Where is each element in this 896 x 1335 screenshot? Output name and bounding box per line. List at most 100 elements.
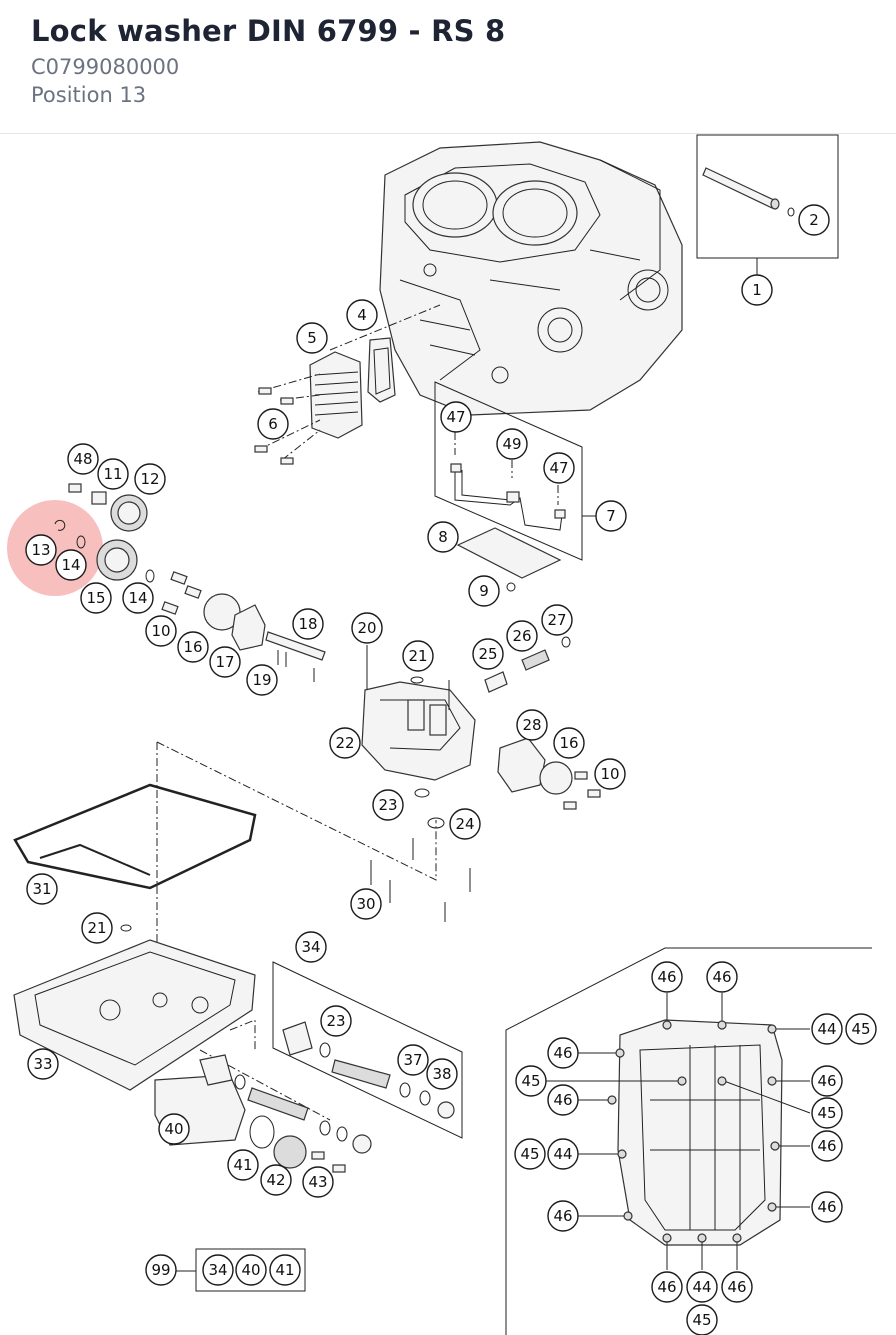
callout-15[interactable]: 15 [80, 582, 112, 614]
callout-19[interactable]: 19 [246, 664, 278, 696]
callout-label: 15 [86, 589, 105, 607]
callout-label: 46 [553, 1044, 572, 1062]
callout-48[interactable]: 48 [67, 443, 99, 475]
callout-10[interactable]: 10 [145, 615, 177, 647]
callout-label: 16 [559, 734, 578, 752]
callout-31[interactable]: 31 [26, 873, 58, 905]
callout-45[interactable]: 45 [811, 1097, 843, 1129]
oil-pan-illustration [13, 924, 256, 1091]
oil-pump-drive-illustration [54, 483, 326, 682]
callout-45[interactable]: 45 [515, 1065, 547, 1097]
callout-46[interactable]: 46 [547, 1084, 579, 1116]
callout-34[interactable]: 34 [202, 1254, 234, 1286]
callout-47[interactable]: 47 [440, 401, 472, 433]
callout-20[interactable]: 20 [351, 612, 383, 644]
callout-40[interactable]: 40 [158, 1113, 190, 1145]
callout-label: 10 [151, 622, 170, 640]
callout-6[interactable]: 6 [257, 408, 289, 440]
callout-21[interactable]: 21 [81, 912, 113, 944]
callout-5[interactable]: 5 [296, 322, 328, 354]
callout-4[interactable]: 4 [346, 299, 378, 331]
callout-46[interactable]: 46 [547, 1200, 579, 1232]
callout-99[interactable]: 99 [145, 1254, 177, 1286]
callout-42[interactable]: 42 [260, 1164, 292, 1196]
callout-46[interactable]: 46 [547, 1037, 579, 1069]
callout-44[interactable]: 44 [547, 1138, 579, 1170]
callout-label: 34 [301, 938, 320, 956]
callout-label: 11 [103, 465, 122, 483]
callout-10[interactable]: 10 [594, 758, 626, 790]
callout-44[interactable]: 44 [811, 1013, 843, 1045]
callout-45[interactable]: 45 [514, 1138, 546, 1170]
kit-99-box [174, 1248, 306, 1292]
callout-44[interactable]: 44 [686, 1271, 718, 1303]
callout-label: 17 [215, 653, 234, 671]
callout-label: 48 [73, 450, 92, 468]
callout-22[interactable]: 22 [329, 727, 361, 759]
callout-16[interactable]: 16 [553, 727, 585, 759]
callout-37[interactable]: 37 [397, 1044, 429, 1076]
callout-2[interactable]: 2 [798, 204, 830, 236]
bolt-arrows [546, 993, 811, 1270]
callout-14[interactable]: 14 [122, 582, 154, 614]
callout-label: 24 [455, 815, 474, 833]
callout-45[interactable]: 45 [845, 1013, 877, 1045]
gasket-reference-outline [156, 741, 471, 985]
callout-11[interactable]: 11 [97, 458, 129, 490]
callout-30[interactable]: 30 [350, 888, 382, 920]
callout-17[interactable]: 17 [209, 646, 241, 678]
callout-46[interactable]: 46 [811, 1065, 843, 1097]
callout-41[interactable]: 41 [227, 1149, 259, 1181]
callout-25[interactable]: 25 [472, 638, 504, 670]
callout-label: 49 [502, 435, 521, 453]
callout-label: 45 [817, 1104, 836, 1122]
callout-24[interactable]: 24 [449, 808, 481, 840]
callout-18[interactable]: 18 [292, 608, 324, 640]
callout-label: 31 [32, 880, 51, 898]
callout-43[interactable]: 43 [302, 1166, 334, 1198]
callout-label: 1 [752, 281, 762, 299]
callout-47[interactable]: 47 [543, 452, 575, 484]
callout-49[interactable]: 49 [496, 428, 528, 460]
callout-21[interactable]: 21 [402, 640, 434, 672]
callout-label: 38 [432, 1065, 451, 1083]
callout-16[interactable]: 16 [177, 631, 209, 663]
callout-7[interactable]: 7 [595, 500, 627, 532]
callout-label: 34 [208, 1261, 227, 1279]
callout-46[interactable]: 46 [811, 1191, 843, 1223]
callout-label: 44 [553, 1145, 572, 1163]
oil-cooler-illustration [254, 304, 441, 465]
callout-46[interactable]: 46 [651, 961, 683, 993]
callout-26[interactable]: 26 [506, 620, 538, 652]
callout-27[interactable]: 27 [541, 604, 573, 636]
callout-label: 2 [809, 211, 819, 229]
callout-label: 26 [512, 627, 531, 645]
callout-12[interactable]: 12 [134, 463, 166, 495]
callout-28[interactable]: 28 [516, 709, 548, 741]
callout-45[interactable]: 45 [686, 1304, 718, 1335]
callout-46[interactable]: 46 [706, 961, 738, 993]
callout-46[interactable]: 46 [721, 1271, 753, 1303]
callout-label: 45 [521, 1072, 540, 1090]
callout-46[interactable]: 46 [651, 1271, 683, 1303]
callout-41[interactable]: 41 [269, 1254, 301, 1286]
callout-46[interactable]: 46 [811, 1130, 843, 1162]
callout-label: 46 [817, 1137, 836, 1155]
oil-filter-kit-illustration [154, 961, 463, 1173]
callout-34[interactable]: 34 [295, 931, 327, 963]
callout-8[interactable]: 8 [427, 521, 459, 553]
callout-14[interactable]: 14 [55, 549, 87, 581]
callout-38[interactable]: 38 [426, 1058, 458, 1090]
callout-label: 10 [600, 765, 619, 783]
callout-9[interactable]: 9 [468, 575, 500, 607]
callout-23[interactable]: 23 [320, 1005, 352, 1037]
callout-33[interactable]: 33 [27, 1048, 59, 1080]
callout-label: 4 [357, 306, 367, 324]
callout-label: 46 [817, 1198, 836, 1216]
callout-40[interactable]: 40 [235, 1254, 267, 1286]
callout-1[interactable]: 1 [741, 274, 773, 306]
callout-label: 46 [727, 1278, 746, 1296]
oil-line-assembly [434, 381, 596, 592]
callout-13[interactable]: 13 [25, 534, 57, 566]
callout-23[interactable]: 23 [372, 789, 404, 821]
